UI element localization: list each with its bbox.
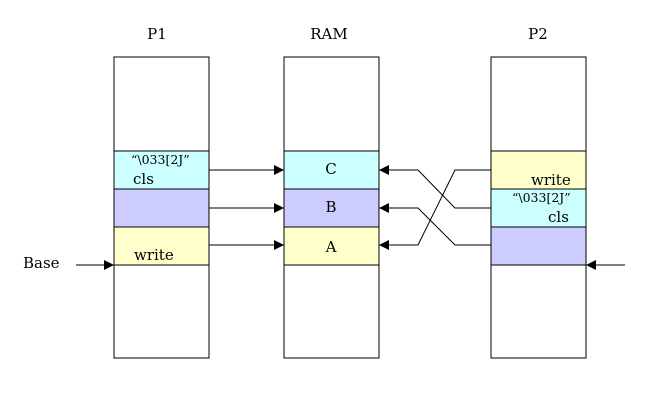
p1-cls-string: “\033[2J”	[131, 152, 190, 167]
p2-segment-cls	[490, 188, 587, 228]
p1-segment-write	[113, 226, 210, 266]
p1-cls-label: cls	[133, 170, 154, 188]
p1-segment-empty	[113, 188, 210, 228]
p2-cls-label: cls	[548, 208, 569, 226]
p1-write-label: write	[134, 246, 174, 264]
arrow-p2-write-to-ram-a	[379, 169, 491, 250]
p2-cls-string: “\033[2J”	[512, 190, 571, 205]
arrow-p2-cls-to-ram-c	[379, 165, 491, 209]
ram-column: C B A	[283, 56, 380, 359]
p2-column: write “\033[2J” cls	[490, 56, 587, 359]
p2-segment-empty	[490, 226, 587, 266]
p1-segment-cls	[113, 150, 210, 190]
ram-a-label: A	[325, 238, 337, 256]
p1-column: “\033[2J” cls write	[113, 56, 210, 359]
ram-c-label: C	[325, 160, 336, 178]
ram-segment-a	[283, 226, 380, 266]
p1-title: P1	[147, 25, 167, 43]
p2-title: P2	[528, 25, 548, 43]
base-label: Base	[23, 254, 60, 272]
ram-b-label: B	[325, 198, 336, 216]
p2-write-label: write	[531, 171, 571, 189]
arrow-p2-empty-to-ram-b	[379, 203, 491, 246]
ram-title: RAM	[310, 25, 348, 43]
